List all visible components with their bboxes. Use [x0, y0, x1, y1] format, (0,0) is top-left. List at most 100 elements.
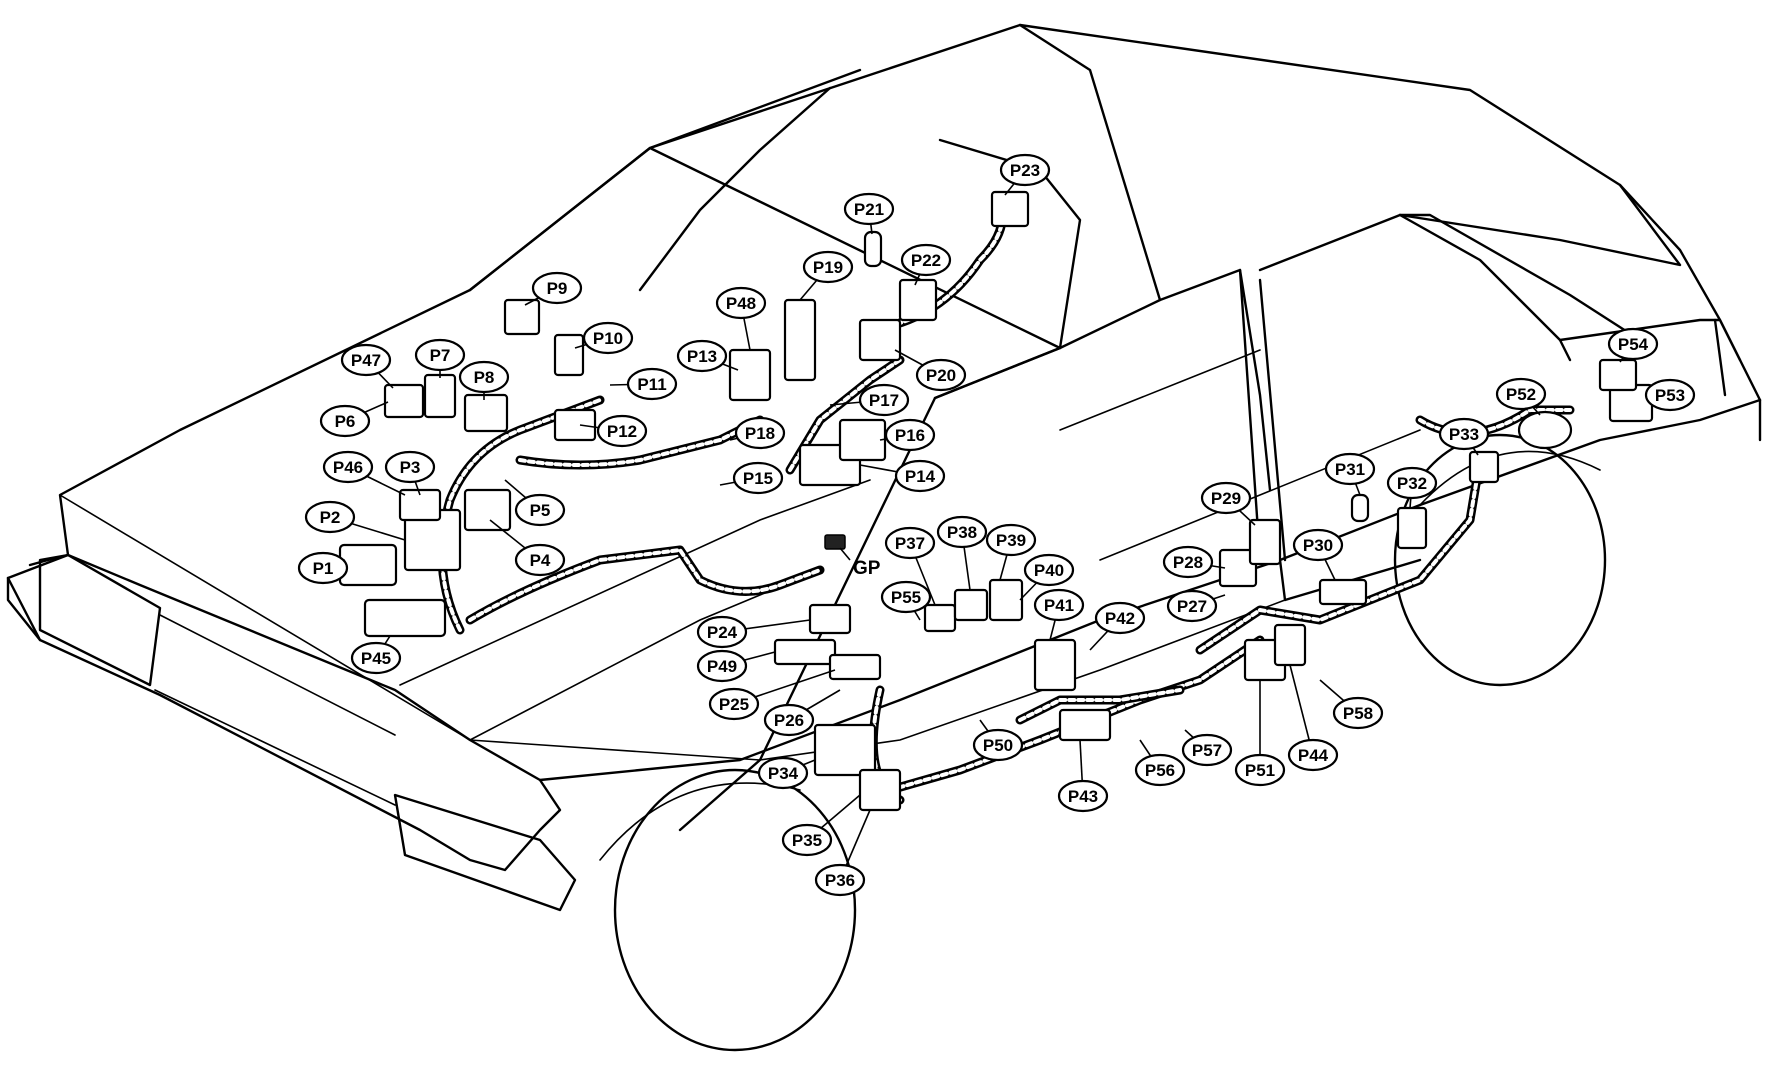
- label-text: P7: [430, 346, 451, 365]
- label-oval: [676, 339, 728, 373]
- label-text: P11: [637, 375, 666, 394]
- label-text: P41: [1044, 596, 1074, 615]
- label-text: P1: [313, 559, 334, 578]
- label-oval: [1607, 327, 1659, 361]
- connector-p6: [383, 383, 425, 419]
- rear-wheel: [1393, 433, 1607, 687]
- label-oval: [696, 615, 748, 649]
- label-text: P34: [768, 764, 799, 783]
- label-p14: P14: [894, 459, 946, 493]
- label-oval: [1023, 553, 1075, 587]
- label-oval: [1094, 601, 1146, 635]
- car-body: [6, 23, 1762, 1052]
- label-oval: [1386, 466, 1438, 500]
- label-p18: P18: [734, 416, 786, 450]
- connector-p45: [363, 598, 447, 638]
- connector-p30: [1318, 578, 1368, 606]
- label-p12: P12: [596, 414, 648, 448]
- label-p6: P6: [319, 404, 371, 438]
- label-text: P17: [869, 391, 899, 410]
- connector-p37: [923, 603, 957, 633]
- label-oval: [458, 360, 510, 394]
- label-p9: P9: [531, 271, 583, 305]
- label-oval: [985, 523, 1037, 557]
- connector-p49: [773, 638, 837, 666]
- label-oval: [814, 863, 866, 897]
- label-text: P32: [1397, 474, 1427, 493]
- label-p23: P23: [999, 153, 1051, 187]
- hood: [58, 68, 862, 557]
- connector-p24: [808, 603, 852, 635]
- label-p19: P19: [802, 250, 854, 284]
- label-p30: P30: [1292, 528, 1344, 562]
- label-oval: [384, 450, 436, 484]
- connector-p39: [988, 578, 1024, 622]
- connector-p33: [1468, 450, 1500, 484]
- label-text: P23: [1010, 161, 1040, 180]
- label-text: P30: [1303, 536, 1333, 555]
- label-text: P21: [854, 200, 884, 219]
- label-text: P6: [335, 412, 356, 431]
- label-text: P15: [743, 469, 773, 488]
- connector-p54: [1598, 358, 1638, 392]
- label-p54: P54: [1607, 327, 1659, 361]
- label-p20: P20: [915, 358, 967, 392]
- label-text: P12: [607, 422, 637, 441]
- label-oval: [304, 500, 356, 534]
- label-p10: P10: [582, 321, 634, 355]
- label-text: P43: [1068, 787, 1098, 806]
- label-text: P57: [1192, 741, 1222, 760]
- label-oval: [596, 414, 648, 448]
- ground-point-label: GP: [853, 558, 881, 579]
- label-text: P25: [719, 695, 749, 714]
- label-p41: P41: [1033, 588, 1085, 622]
- label-text: P5: [530, 501, 551, 520]
- label-text: P39: [996, 531, 1026, 550]
- label-text: P22: [911, 251, 941, 270]
- label-p48: P48: [715, 286, 767, 320]
- label-oval: [884, 526, 936, 560]
- right-headlight: [393, 793, 577, 912]
- label-text: P51: [1245, 761, 1275, 780]
- connector-p35: [858, 768, 902, 812]
- label-text: P50: [983, 736, 1013, 755]
- label-p43: P43: [1057, 779, 1109, 813]
- label-p8: P8: [458, 360, 510, 394]
- label-text: P54: [1618, 335, 1649, 354]
- label-p26: P26: [763, 703, 815, 737]
- label-text: P45: [361, 649, 391, 668]
- label-p3: P3: [384, 450, 436, 484]
- label-oval: [514, 543, 566, 577]
- label-oval: [414, 338, 466, 372]
- label-oval: [514, 493, 566, 527]
- left-headlight: [38, 553, 162, 687]
- front-wheel: [613, 768, 857, 1052]
- label-text: P20: [926, 366, 956, 385]
- connector-p1: [338, 543, 398, 587]
- label-oval: [1200, 481, 1252, 515]
- label-text: P37: [895, 534, 925, 553]
- label-p17: P17: [858, 383, 910, 417]
- label-p38: P38: [936, 515, 988, 549]
- label-text: P8: [474, 368, 495, 387]
- connector-p29: [1248, 518, 1282, 566]
- label-p53: P53: [1644, 378, 1696, 412]
- label-text: P35: [792, 831, 822, 850]
- label-text: P18: [745, 424, 775, 443]
- label-oval: [1287, 738, 1339, 772]
- label-oval: [884, 418, 936, 452]
- label-oval: [322, 450, 374, 484]
- label-oval: [1033, 588, 1085, 622]
- label-p21: P21: [843, 192, 895, 226]
- label-oval: [1644, 378, 1696, 412]
- connector-p31: [1350, 493, 1370, 523]
- label-oval: [858, 383, 910, 417]
- label-p28: P28: [1162, 545, 1214, 579]
- connector-p52: [1517, 410, 1573, 450]
- label-p42: P42: [1094, 601, 1146, 635]
- label-oval: [708, 687, 760, 721]
- label-oval: [582, 321, 634, 355]
- label-p29: P29: [1200, 481, 1252, 515]
- label-oval: [781, 823, 833, 857]
